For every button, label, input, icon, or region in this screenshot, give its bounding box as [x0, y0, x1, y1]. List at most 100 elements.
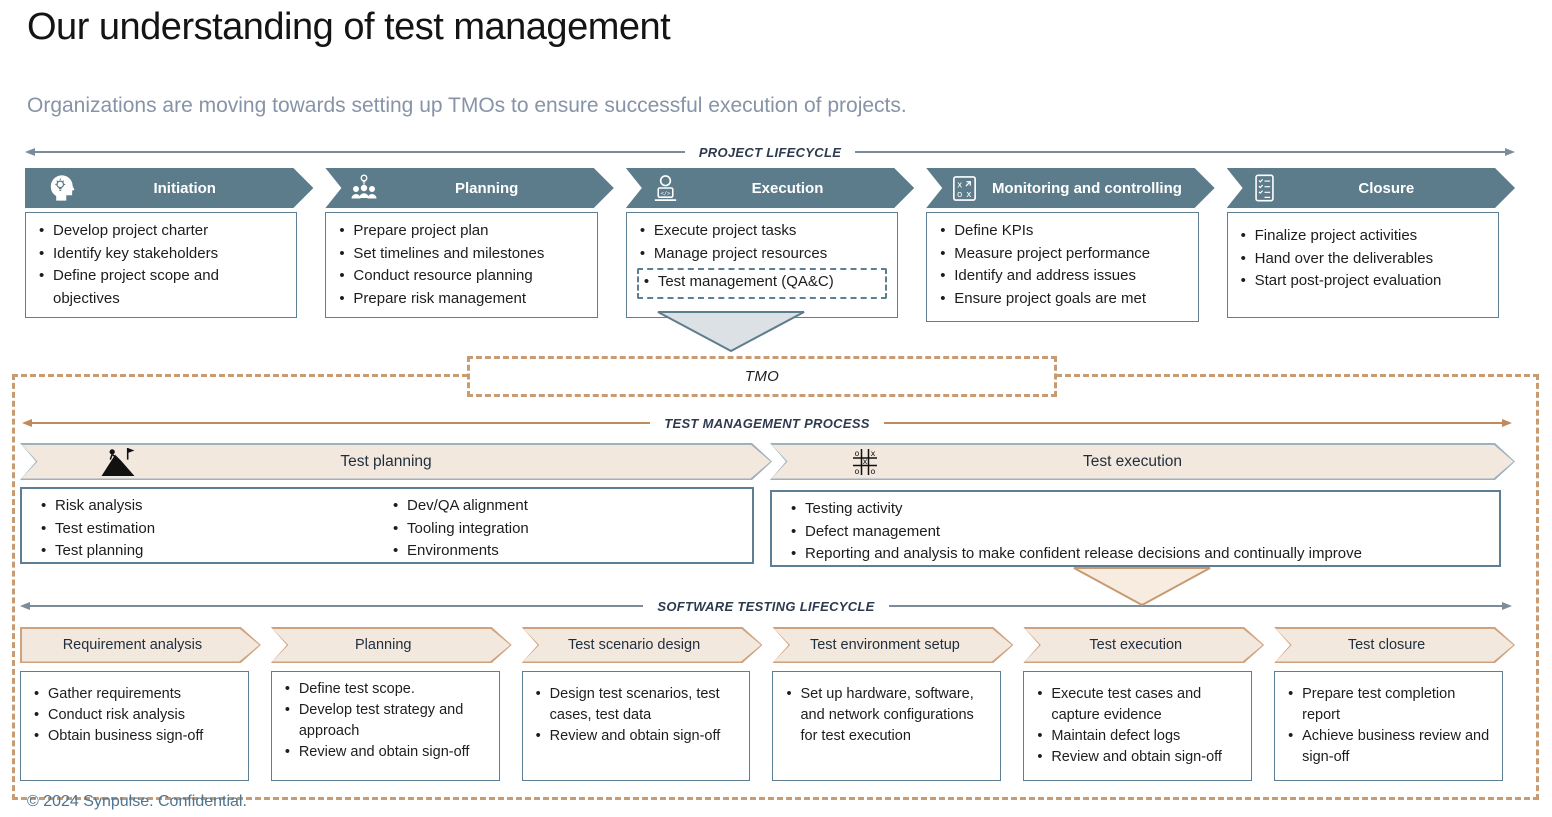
stage-chevron-planning-stl: Planning	[271, 627, 512, 663]
svg-text:o: o	[855, 467, 860, 476]
monitoring-box: Define KPIs Measure project performance …	[926, 212, 1199, 322]
bullet: Conduct resource planning	[336, 265, 586, 288]
software-testing-lifecycle-arrow: SOFTWARE TESTING LIFECYCLE	[20, 598, 1512, 614]
developer-laptop-icon: </>	[650, 173, 681, 203]
bullet: Develop project charter	[36, 220, 286, 243]
test-management-process-label: TEST MANAGEMENT PROCESS	[664, 415, 870, 431]
stage-chevron-test-closure: Test closure	[1274, 627, 1515, 663]
connector-triangle-gray	[657, 311, 805, 353]
execution-box: Execute project tasks Manage project res…	[625, 212, 899, 318]
test-management-highlight: Test management (QA&C)	[636, 268, 888, 299]
test-management-process-arrow: TEST MANAGEMENT PROCESS	[22, 415, 1512, 431]
bullet: Set timelines and milestones	[336, 243, 586, 266]
test-environment-setup-box: Set up hardware, software, and network c…	[772, 671, 1002, 781]
stage-label: Test scenario design	[567, 637, 701, 653]
test-planning-box: Risk analysis Test estimation Test plann…	[20, 487, 754, 564]
stage-chevron-execution: </> Execution	[626, 168, 914, 208]
copyright-footer: © 2024 Synpulse. Confidential.	[27, 793, 247, 810]
closure-box: Finalize project activities Hand over th…	[1226, 212, 1500, 318]
arrow-left-icon	[22, 419, 32, 427]
team-brainstorm-icon	[349, 173, 379, 203]
bullet: Identify key stakeholders	[36, 243, 286, 266]
bullet: Dev/QA alignment	[390, 495, 736, 518]
arrow-right-icon	[1502, 602, 1512, 610]
bullet: Design test scenarios, test cases, test …	[533, 684, 740, 726]
tmo-label: TMO	[744, 368, 780, 385]
stage-label: Test execution	[1089, 637, 1183, 653]
bullet: Measure project performance	[937, 243, 1187, 266]
project-lifecycle-label: PROJECT LIFECYCLE	[698, 144, 842, 160]
stage-chevron-test-planning: Test planning	[20, 443, 772, 480]
project-lifecycle-arrow: PROJECT LIFECYCLE	[25, 144, 1515, 160]
bullet: Achieve business review and sign-off	[1285, 726, 1492, 768]
stage-chevron-planning: Planning	[325, 168, 613, 208]
bullet: Maintain defect logs	[1034, 726, 1241, 747]
requirement-analysis-box: Gather requirements Conduct risk analysi…	[20, 671, 249, 781]
bullet: Ensure project goals are met	[937, 288, 1187, 311]
tmo-box: TMO	[467, 356, 1057, 397]
planning-box: Prepare project plan Set timelines and m…	[325, 212, 598, 318]
software-testing-lifecycle-stages: Requirement analysis Planning Test scena…	[20, 627, 1515, 663]
stage-label: Execution	[751, 179, 824, 197]
stage-label: Planning	[355, 637, 412, 653]
svg-text:x: x	[863, 457, 868, 466]
bullet: Conduct risk analysis	[31, 705, 238, 726]
bullet: Testing activity	[788, 498, 1483, 521]
svg-text:x: x	[966, 190, 971, 200]
mountain-climber-icon	[100, 446, 136, 477]
arrow-left-icon	[20, 602, 30, 610]
stage-chevron-requirement-analysis: Requirement analysis	[20, 627, 261, 663]
bullet: Reporting and analysis to make confident…	[788, 543, 1483, 566]
bullet: Prepare test completion report	[1285, 684, 1492, 726]
bullet: Test planning	[38, 540, 390, 563]
bullet: Define test scope.	[282, 679, 489, 700]
bullet: Manage project resources	[637, 243, 887, 266]
bullet: Execute test cases and capture evidence	[1034, 684, 1241, 726]
bullet: Set up hardware, software, and network c…	[783, 684, 990, 747]
planning-stl-box: Define test scope. Develop test strategy…	[270, 671, 500, 781]
arrow-left-icon	[25, 148, 35, 156]
bullet: Gather requirements	[31, 684, 238, 705]
bullet: Tooling integration	[390, 518, 736, 541]
test-scenario-design-box: Design test scenarios, test cases, test …	[521, 671, 751, 781]
bullet: Prepare project plan	[336, 220, 586, 243]
svg-text:o: o	[855, 449, 860, 458]
stage-label: Test planning	[340, 452, 432, 470]
bullet: Risk analysis	[38, 495, 390, 518]
stage-label: Test environment setup	[809, 637, 960, 653]
stage-label: Closure	[1358, 179, 1415, 197]
bullet: Defect management	[788, 521, 1483, 544]
page-title: Our understanding of test management	[27, 6, 671, 48]
page-subtitle: Organizations are moving towards setting…	[27, 94, 907, 117]
stage-chevron-closure: Closure	[1227, 168, 1515, 208]
bullet: Review and obtain sign-off	[533, 726, 740, 747]
checklist-icon	[1251, 173, 1278, 203]
stage-label: Requirement analysis	[62, 637, 203, 653]
bullet: Obtain business sign-off	[31, 726, 238, 747]
connector-triangle-tan	[1073, 567, 1211, 607]
stage-label: Monitoring and controlling	[991, 179, 1182, 197]
stage-label: Test closure	[1347, 637, 1426, 653]
svg-text:x: x	[871, 449, 876, 458]
bullet: Environments	[390, 540, 736, 563]
svg-text:</>: </>	[660, 191, 671, 197]
svg-text:o: o	[957, 190, 962, 200]
test-execution-box: Testing activity Defect management Repor…	[770, 490, 1501, 567]
bullet: Develop test strategy and approach	[282, 700, 489, 742]
bullet: Execute project tasks	[637, 220, 887, 243]
test-execution-stl-box: Execute test cases and capture evidence …	[1023, 671, 1253, 781]
stage-chevron-test-scenario-design: Test scenario design	[522, 627, 763, 663]
software-testing-lifecycle-label: SOFTWARE TESTING LIFECYCLE	[657, 598, 875, 614]
stage-chevron-test-environment-setup: Test environment setup	[772, 627, 1013, 663]
stage-label: Initiation	[153, 179, 216, 197]
bullet: Test estimation	[38, 518, 390, 541]
bullet: Review and obtain sign-off	[1034, 747, 1241, 768]
bullet: Test management (QA&C)	[641, 271, 879, 294]
stage-chevron-test-execution-stl: Test execution	[1023, 627, 1264, 663]
initiation-box: Develop project charter Identify key sta…	[25, 212, 298, 318]
